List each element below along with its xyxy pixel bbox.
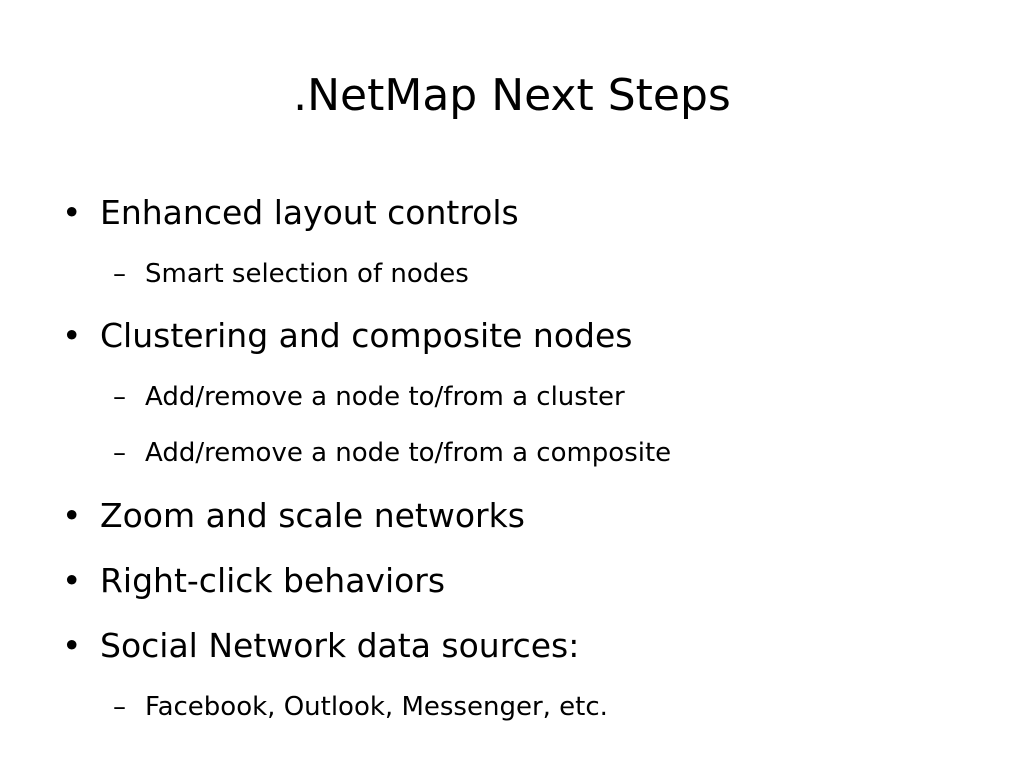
bullet-text: Right-click behaviors [100, 561, 446, 600]
bullet-text: Clustering and composite nodes [100, 316, 633, 355]
sub-bullet-marker: – [113, 259, 126, 289]
sub-bullet-text: Add/remove a node to/from a composite [145, 438, 672, 468]
sub-bullet-text: Add/remove a node to/from a cluster [145, 382, 625, 412]
bullet-marker: • [62, 626, 82, 665]
sub-bullet-marker: – [113, 438, 126, 468]
bullet-marker: • [62, 496, 82, 535]
bullet-text: Zoom and scale networks [100, 496, 525, 535]
slide-title: .NetMap Next Steps [293, 70, 731, 121]
bullet-marker: • [62, 193, 82, 232]
bullet-text: Enhanced layout controls [100, 193, 519, 232]
bullet-text: Social Network data sources: [100, 626, 580, 665]
bullet-marker: • [62, 316, 82, 355]
sub-bullet-marker: – [113, 692, 126, 722]
sub-bullet-text: Smart selection of nodes [145, 259, 469, 289]
sub-bullet-marker: – [113, 382, 126, 412]
sub-bullet-text: Facebook, Outlook, Messenger, etc. [145, 692, 608, 722]
bullet-marker: • [62, 561, 82, 600]
